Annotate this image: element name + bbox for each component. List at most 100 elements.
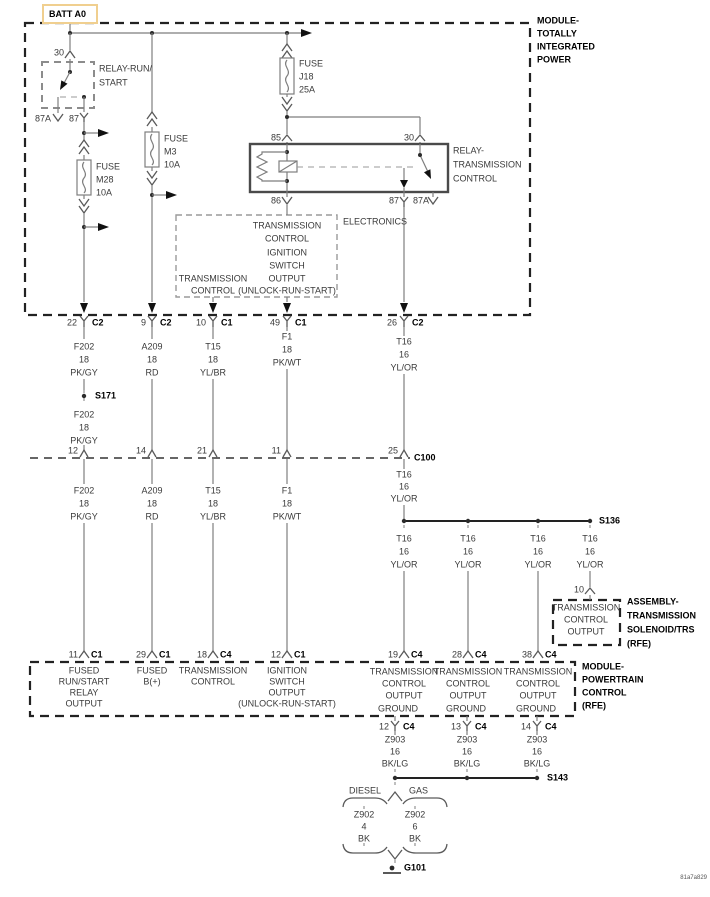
wire-t15b-color: YL/BR: [199, 511, 227, 522]
wire-t15b-gauge: 18: [207, 498, 219, 509]
pcm-pin-12: 12: [270, 649, 281, 660]
elec-left-line1: TRANSMISSION: [178, 273, 248, 284]
s136-branch2-gauge: 16: [462, 546, 474, 557]
assembly-inner-line1: TRANSMISSION: [551, 602, 621, 613]
pcm-title-line3: CONTROL: [582, 687, 627, 698]
tipm-pin-9: 9: [140, 317, 146, 328]
assembly-title-line1: ASSEMBLY-: [627, 596, 679, 607]
pcm-outline: [28, 660, 577, 718]
rtc-label1: RELAY-: [453, 145, 485, 156]
pcm-func-d1: IGNITION: [267, 665, 307, 676]
s136-branch4-gauge: 16: [584, 546, 596, 557]
wire-a209-circuit: A209: [141, 341, 163, 352]
wire-a209b-color: RD: [145, 511, 159, 522]
wire-z902g-color: BK: [408, 833, 422, 844]
wire-z903c-color: BK/LG: [523, 758, 551, 769]
fuse-m28-symbol: [76, 159, 92, 196]
pcm-func-b2: B(+): [143, 676, 161, 687]
wire-t15b-circuit: T15: [205, 485, 221, 496]
s136-branch3-gauge: 16: [532, 546, 544, 557]
relay-run-start-label1: RELAY-RUN/: [99, 63, 153, 74]
batt-a0-link[interactable]: BATT A0: [42, 4, 98, 24]
pcm-func-f3: OUTPUT: [449, 690, 487, 701]
electronics-outline: [175, 214, 338, 298]
pcm-func-c1: TRANSMISSION: [178, 665, 248, 676]
pcm-func-f1: TRANSMISSION: [433, 666, 503, 677]
wire-a209b-gauge: 18: [146, 498, 158, 509]
assembly-inner-line2: CONTROL: [563, 614, 609, 625]
elec-left-line2: CONTROL: [190, 285, 236, 296]
c100-pin-14: 14: [135, 445, 146, 456]
s136-branch1-color: YL/OR: [390, 559, 418, 570]
wire-z903b-circuit: Z903: [456, 734, 478, 745]
pcm-conn-c4-ba: C4: [403, 721, 415, 732]
g101-ground-symbol: [383, 865, 401, 874]
battery-bus-wire: [68, 24, 312, 37]
pcm-pin-13-c4: 13: [450, 721, 461, 732]
tipm-title-line1: MODULE-: [537, 15, 579, 26]
rtc-pin-30: 30: [403, 132, 414, 143]
wire-f1b-color: PK/WT: [272, 511, 302, 522]
wire-f1b-circuit: F1: [281, 485, 293, 496]
assembly-pin-10: 10: [573, 584, 584, 595]
tipm-pin-49: 49: [269, 317, 280, 328]
wire-t15-color: YL/BR: [199, 367, 227, 378]
assembly-inner-line3: OUTPUT: [567, 626, 605, 637]
tipm-pin-26: 26: [386, 317, 397, 328]
tipm-pin-22: 22: [66, 317, 77, 328]
rrs-pin-87a: 87A: [34, 113, 51, 124]
batt-a0-label: BATT A0: [49, 9, 86, 19]
ground-wiring: [390, 716, 542, 781]
wire-f202b-color: PK/GY: [70, 435, 98, 446]
tipm-conn-c2-b: C2: [160, 317, 172, 328]
tipm-title-line4: POWER: [537, 54, 572, 65]
relay-transmission-control-symbol: [248, 142, 450, 194]
wire-z903a-gauge: 16: [389, 746, 401, 757]
pcm-conn-c1-a: C1: [91, 649, 103, 660]
s136-branch3-color: YL/OR: [524, 559, 552, 570]
pcm-conn-c1-d: C1: [294, 649, 306, 660]
elec-top-line1: TRANSMISSION: [252, 220, 322, 231]
assembly-outline: [551, 598, 622, 647]
wire-t15-circuit: T15: [205, 341, 221, 352]
s136-branch2-circuit: T16: [460, 533, 476, 544]
pcm-pin-19: 19: [387, 649, 398, 660]
wire-t16b-gauge: 16: [398, 481, 410, 492]
s136-branch4-color: YL/OR: [576, 559, 604, 570]
c100-pin-25: 25: [387, 445, 398, 456]
wire-f202c-gauge: 18: [78, 498, 90, 509]
rtc-pin-86: 86: [270, 195, 281, 206]
wire-f1-circuit: F1: [281, 331, 293, 342]
splice-s143-label: S143: [547, 772, 569, 783]
pcm-func-g2: CONTROL: [515, 678, 561, 689]
fuse-m28-id: M28: [96, 174, 114, 185]
fuse-m28-word: FUSE: [96, 161, 121, 172]
wires-below-c100: [83, 459, 405, 651]
s136-branch1-circuit: T16: [396, 533, 412, 544]
wire-t16-circuit: T16: [396, 336, 412, 347]
fuse-m3-id: M3: [164, 146, 177, 157]
wire-z903a-color: BK/LG: [381, 758, 409, 769]
assembly-title-line2: TRANSMISSION: [627, 610, 697, 621]
wire-z903b-color: BK/LG: [453, 758, 481, 769]
c100-pin-11: 11: [271, 445, 281, 456]
rtc-pin-87: 87: [388, 195, 399, 206]
wire-f202-color: PK/GY: [70, 367, 98, 378]
fuel-diesel-label: DIESEL: [348, 785, 381, 796]
pcm-func-a4: OUTPUT: [65, 698, 103, 709]
wires-to-c100: [81, 327, 405, 450]
wire-t16b-circuit: T16: [396, 469, 412, 480]
tipm-connector-chevrons: [79, 315, 409, 327]
tipm-title-line3: INTEGRATED: [537, 41, 595, 52]
pcm-func-g3: OUTPUT: [519, 690, 557, 701]
tipm-outline: [23, 21, 532, 317]
pcm-title-line2: POWERTRAIN: [582, 674, 644, 685]
pcm-func-e3: OUTPUT: [385, 690, 423, 701]
pcm-pin-12-c4: 12: [378, 721, 389, 732]
wire-z903a-circuit: Z903: [384, 734, 406, 745]
pcm-ground-f: GROUND: [446, 703, 486, 714]
wire-f202-circuit: F202: [73, 341, 95, 352]
wire-t16-gauge: 16: [398, 349, 410, 360]
pcm-func-e1: TRANSMISSION: [369, 666, 439, 677]
